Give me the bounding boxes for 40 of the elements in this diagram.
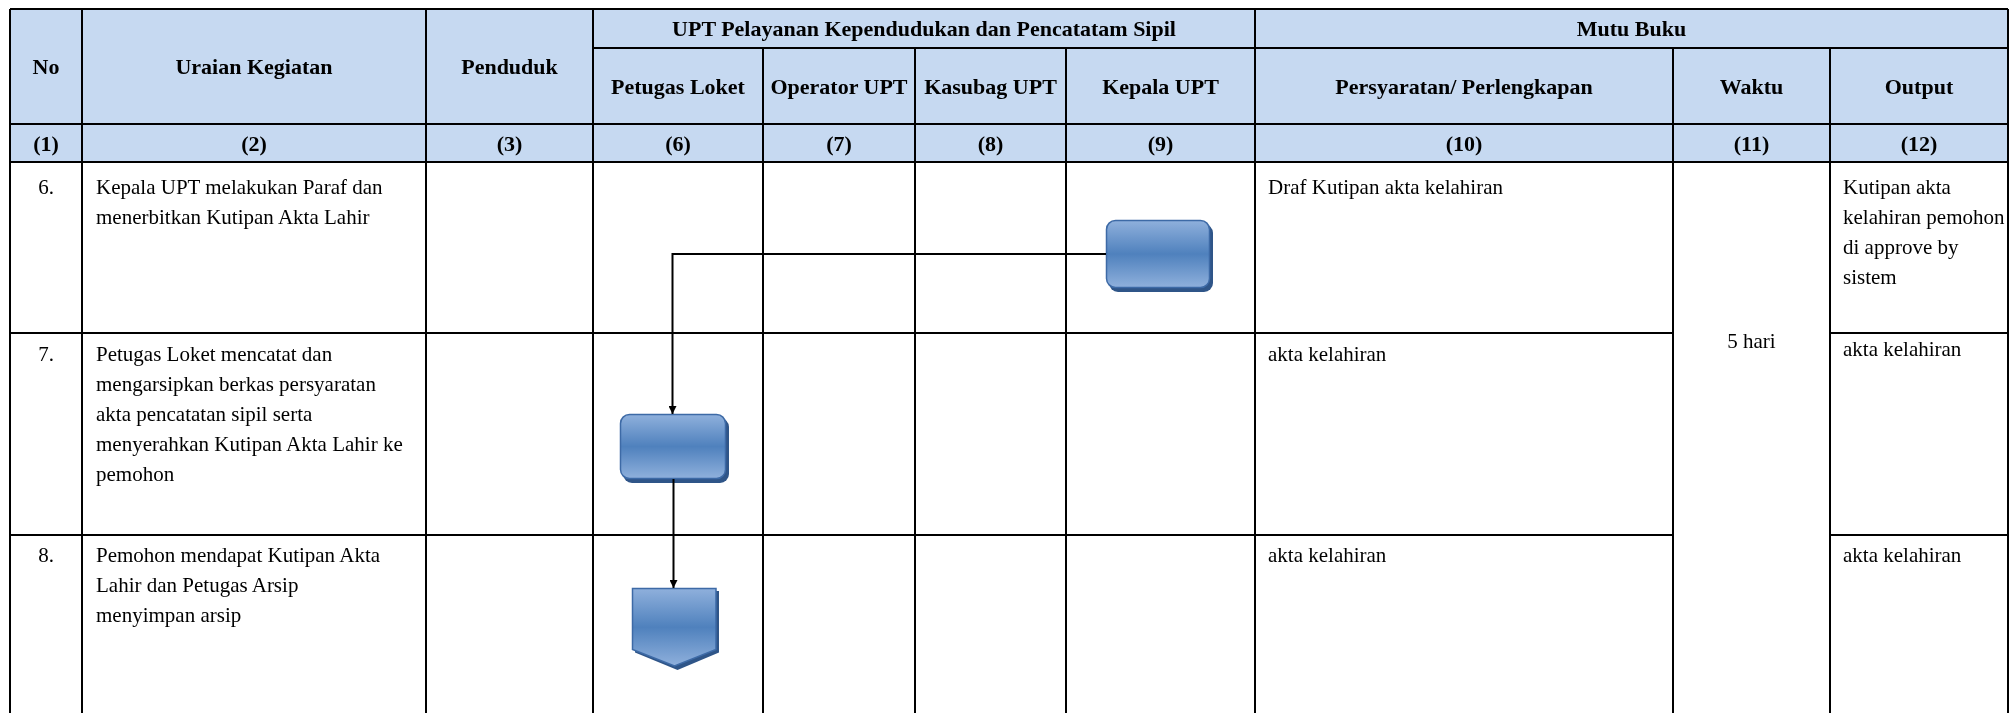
cell-text: akta kelahiran [1843, 542, 1963, 569]
arrow [669, 478, 678, 589]
cell-text: Petugas Loket mencatat dan mengarsipkan berkas persyaratan akta pencatatan sipil serta menyerahkan Kutipan Akta Lahir ke pemohon [96, 341, 404, 488]
arrow [668, 253, 1107, 415]
column-header: Uraian Kegiatan [174, 53, 334, 81]
column-header: (3) [495, 129, 524, 158]
column-header: Waktu [1718, 72, 1785, 101]
column-header: (7) [825, 129, 853, 158]
column-header: (1) [32, 129, 60, 158]
column-header: No [31, 53, 61, 81]
column-header: Operator UPT [769, 72, 909, 101]
cell-text: akta kelahiran [1843, 336, 1963, 363]
column-header: (11) [1732, 129, 1771, 158]
process-box [620, 414, 729, 483]
cell-text: Kepala UPT melakukan Paraf dan menerbitkan Kutipan Akta Lahir [96, 174, 384, 231]
column-header: Persyaratan/ Perlengkapan [1334, 72, 1594, 101]
column-header: Petugas Loket [610, 72, 746, 101]
cell-text: akta kelahiran [1268, 341, 1388, 368]
column-header: Kepala UPT [1101, 72, 1220, 101]
process-box [1106, 220, 1213, 292]
off-page-connector [632, 588, 719, 670]
column-header: (10) [1444, 129, 1484, 158]
cell-text: akta kelahiran [1268, 542, 1388, 569]
column-header: Penduduk [460, 53, 559, 81]
column-header: (9) [1146, 129, 1175, 158]
cell-text: Pemohon mendapat Kutipan Akta Lahir dan Petugas Arsip menyimpan arsip [96, 542, 382, 629]
column-header: Output [1883, 72, 1955, 101]
column-header: (2) [240, 129, 268, 158]
column-header: Kasubag UPT [923, 72, 1058, 101]
column-header: (6) [664, 129, 692, 158]
cell-text: Draf Kutipan akta kelahiran [1268, 174, 1504, 201]
cell-text: 6. [37, 174, 55, 201]
column-header: (8) [976, 129, 1005, 158]
column-header: (12) [1899, 129, 1939, 158]
cell-text: 7. [37, 341, 55, 368]
cell-text: 8. [37, 542, 55, 569]
column-header: Mutu Buku [1575, 15, 1688, 43]
column-header: UPT Pelayanan Kependudukan dan Pencatatam Sipil [671, 15, 1177, 43]
cell-text: Kutipan akta kelahiran pemohon di approve by sistem [1843, 174, 2006, 291]
cell-text: 5 hari [1726, 328, 1777, 355]
